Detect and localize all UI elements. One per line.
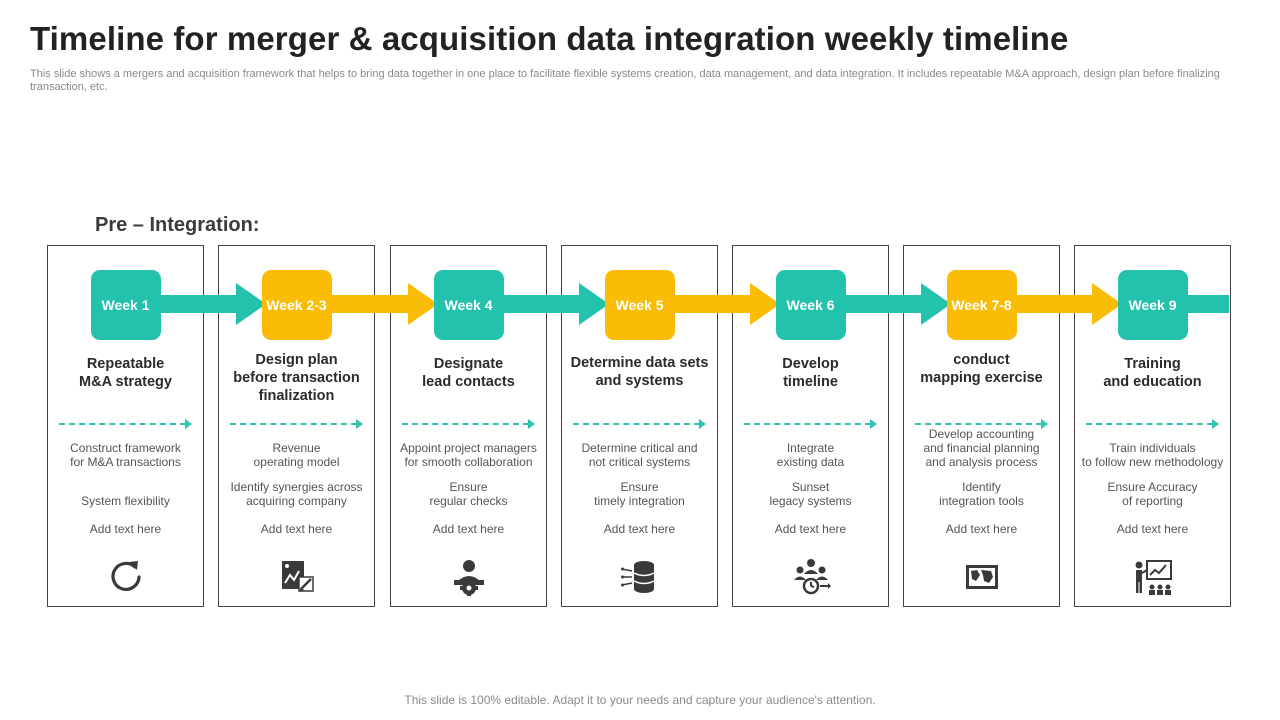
arrow-shaft [1010, 295, 1092, 313]
dashed-arrowhead [528, 419, 535, 429]
connector-arrow [154, 283, 266, 325]
presentation-icon [1133, 557, 1173, 597]
design-plan-icon [277, 557, 317, 597]
dashed-arrow [915, 419, 1048, 429]
step-text: Add text here [260, 522, 333, 536]
dashed-line [59, 423, 186, 425]
connector-arrow [497, 283, 609, 325]
week-badge: Week 9 [1117, 270, 1188, 340]
arrow-shaft [1181, 295, 1229, 313]
team-timeline-icon [791, 557, 831, 597]
connector-arrow [1181, 283, 1229, 325]
arrow-shaft [497, 295, 579, 313]
arrow-shaft [839, 295, 921, 313]
dashed-line [744, 423, 871, 425]
week-badge: Week 7-8 [946, 270, 1017, 340]
week-badge: Week 2-3 [261, 270, 332, 340]
dashed-arrowhead [185, 419, 192, 429]
step-text: Add text here [603, 522, 676, 536]
step-text: Add text here [89, 522, 162, 536]
arrow-head [749, 283, 780, 325]
arrow-head [920, 283, 951, 325]
manager-gear-icon [449, 557, 489, 597]
dashed-arrow [1086, 419, 1219, 429]
connector-arrow [1010, 283, 1122, 325]
dashed-line [1086, 423, 1213, 425]
dashed-arrow [59, 419, 192, 429]
dashed-arrowhead [1212, 419, 1219, 429]
arrow-shaft [668, 295, 750, 313]
refresh-icon [106, 557, 146, 597]
step-text: System flexibility [81, 494, 170, 508]
arrow-shaft [154, 295, 236, 313]
dashed-line [402, 423, 529, 425]
week-badge: Week 4 [433, 270, 504, 340]
arrow-head [1091, 283, 1122, 325]
step-text: Add text here [945, 522, 1018, 536]
connector-arrow [839, 283, 951, 325]
page-title: Timeline for merger & acquisition data i… [30, 20, 1069, 57]
connector-arrow [668, 283, 780, 325]
page-subtitle: This slide shows a mergers and acquisiti… [30, 68, 1220, 93]
dashed-arrowhead [1041, 419, 1048, 429]
step-text: Add text here [432, 522, 505, 536]
step-text: Add text here [774, 522, 847, 536]
dashed-line [230, 423, 357, 425]
dashed-arrow [230, 419, 363, 429]
arrow-head [235, 283, 266, 325]
dashed-arrowhead [699, 419, 706, 429]
dashed-arrowhead [870, 419, 877, 429]
arrow-head [407, 283, 438, 325]
week-badge: Week 1 [90, 270, 161, 340]
connector-arrow [325, 283, 438, 325]
step-text: Add text here [1116, 522, 1189, 536]
week-badge: Week 6 [775, 270, 846, 340]
arrow-shaft [325, 295, 408, 313]
dashed-line [915, 423, 1042, 425]
footer-note: This slide is 100% editable. Adapt it to… [404, 693, 876, 707]
dashed-line [573, 423, 700, 425]
dashed-arrowhead [356, 419, 363, 429]
week-badge: Week 5 [604, 270, 675, 340]
database-icon [620, 557, 660, 597]
section-heading: Pre – Integration: [95, 214, 260, 236]
dashed-arrow [573, 419, 706, 429]
dashed-arrow [402, 419, 535, 429]
map-icon [962, 557, 1002, 597]
arrow-head [578, 283, 609, 325]
dashed-arrow [744, 419, 877, 429]
